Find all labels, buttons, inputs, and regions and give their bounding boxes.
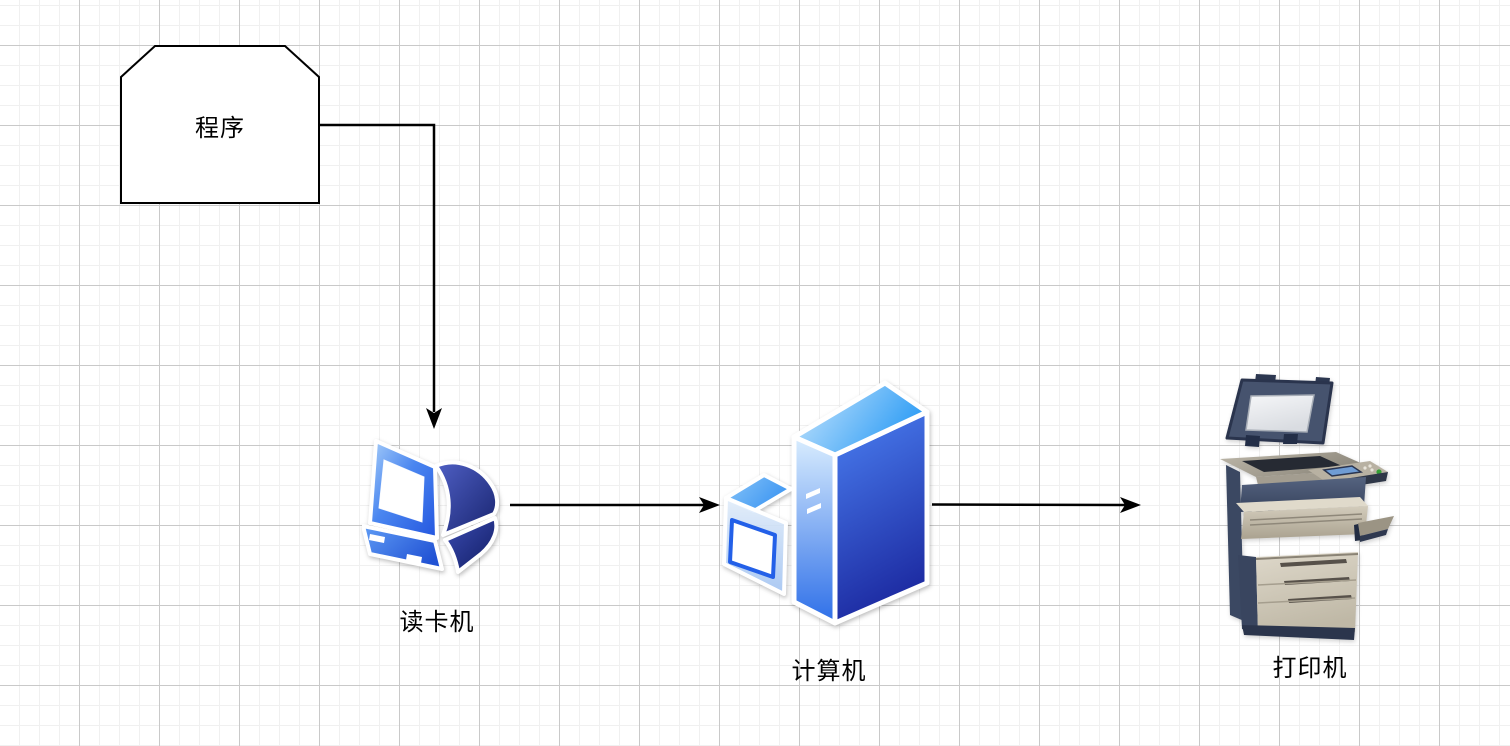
node-printer-label: 打印机 bbox=[1272, 655, 1348, 682]
node-computer[interactable] bbox=[720, 380, 935, 635]
node-program[interactable]: 程序 bbox=[120, 45, 320, 205]
arrowhead-down-icon bbox=[426, 408, 442, 429]
arrowhead-right-icon bbox=[1120, 497, 1141, 513]
node-printer[interactable] bbox=[1218, 373, 1396, 645]
node-program-label: 程序 bbox=[195, 114, 245, 142]
connector-card-reader-to-computer[interactable] bbox=[510, 497, 720, 513]
computer-tower-icon bbox=[722, 380, 930, 626]
card-shape bbox=[120, 45, 320, 204]
node-computer-label: 计算机 bbox=[791, 658, 867, 685]
arrowhead-right-icon bbox=[699, 497, 720, 513]
connector-program-to-card-reader[interactable] bbox=[320, 123, 442, 429]
node-card-reader[interactable] bbox=[362, 430, 510, 580]
connector-computer-to-printer[interactable] bbox=[931, 497, 1141, 513]
node-card-reader-label: 读卡机 bbox=[399, 609, 475, 636]
printer-icon bbox=[1220, 374, 1394, 640]
card-reader-icon bbox=[362, 439, 500, 574]
